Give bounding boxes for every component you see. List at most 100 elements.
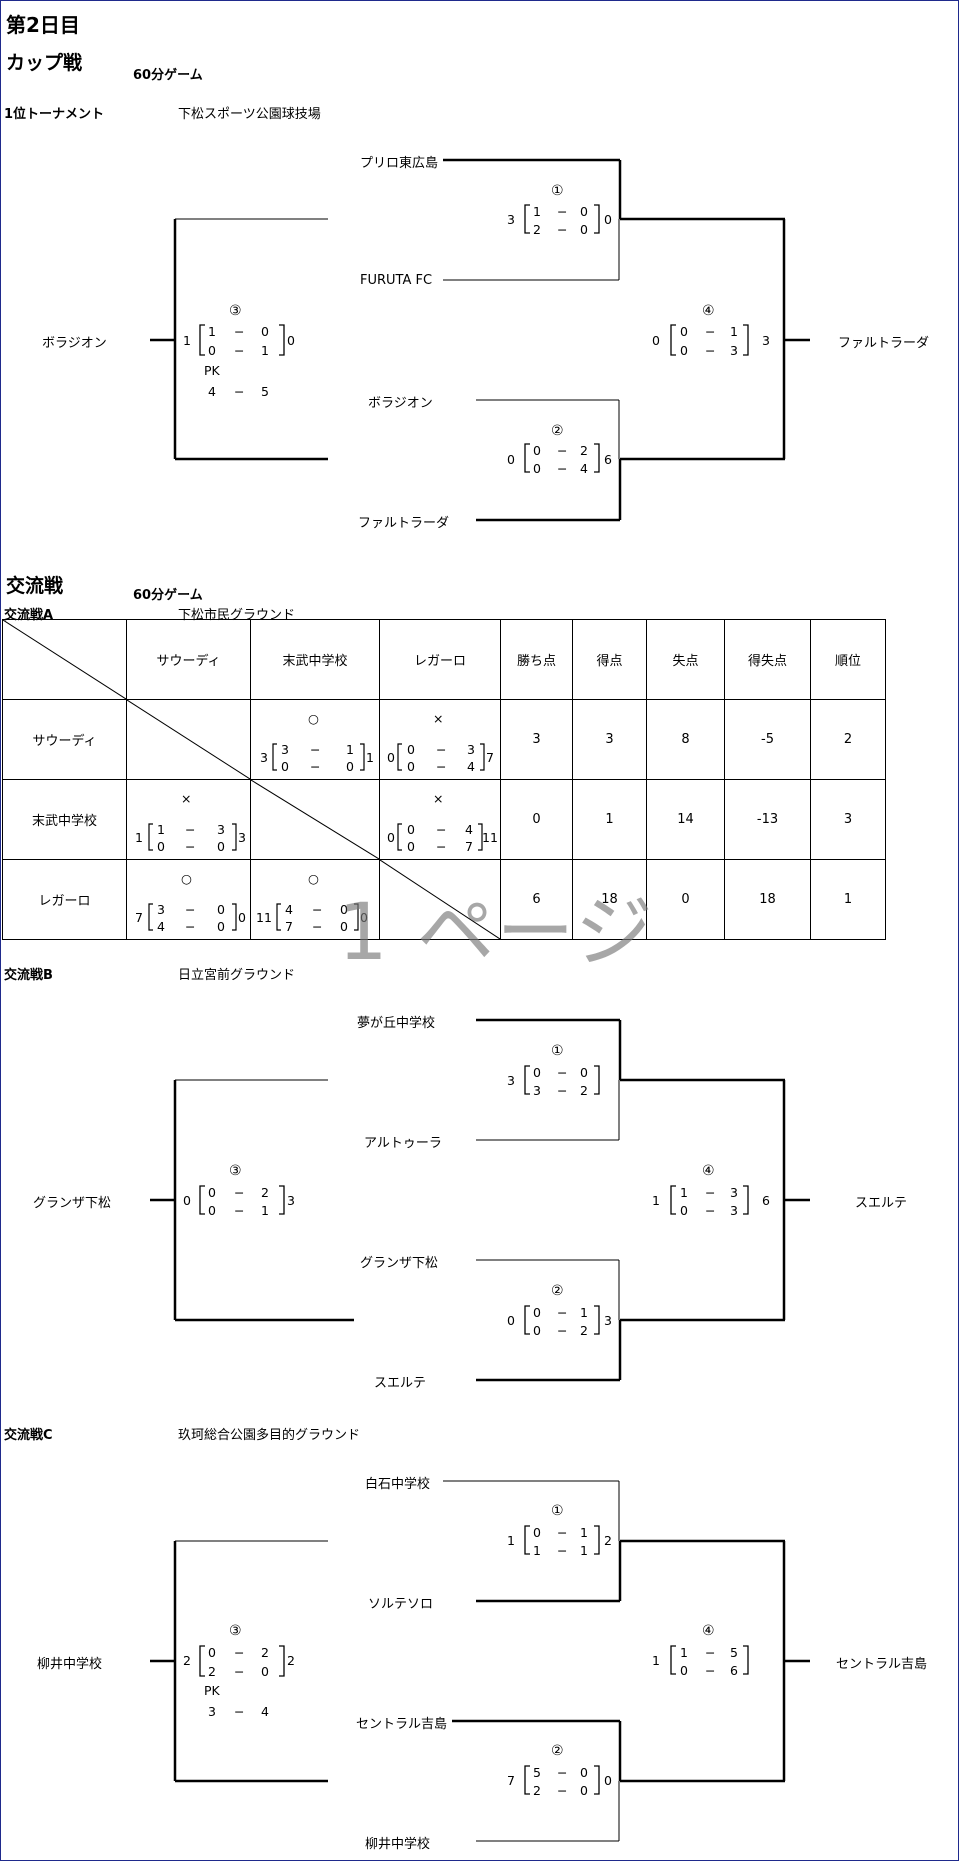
exchange-b-label: 交流戦B	[4, 968, 53, 983]
score-half1-left: 0	[208, 1645, 216, 1660]
goals-against-cell: 0	[646, 859, 725, 940]
score-half1-left: 1	[680, 1185, 688, 1200]
score-dash: −	[705, 1645, 716, 1660]
score-dash: −	[557, 461, 568, 476]
match-cell: ○ 7 0 3 − 0 4 − 0	[126, 859, 251, 940]
score-half2-left: 2	[533, 1783, 541, 1798]
score-dash: −	[557, 222, 568, 237]
score-half2-right: 3	[730, 343, 738, 358]
score-total-left: 11	[256, 910, 272, 925]
match-cell: × 0 11 0 − 4 0 − 7	[379, 779, 501, 860]
score-dash: −	[185, 822, 196, 837]
cup-right-winner: ファルトラーダ	[838, 336, 930, 351]
score-dash: −	[705, 1185, 716, 1200]
score-total-left: 0	[387, 830, 395, 845]
match-number: ①	[551, 183, 564, 199]
score-half1-right: 0	[217, 902, 225, 917]
goal-diff-cell: 18	[724, 859, 811, 940]
exc-right-winner: セントラル吉島	[836, 1657, 928, 1672]
match-number: ③	[229, 303, 242, 319]
column-header: 失点	[646, 619, 725, 700]
score-total-right: 2	[604, 1533, 612, 1548]
score-half1-right: 4	[465, 822, 473, 837]
score-half1-left: 0	[533, 443, 541, 458]
exb-team-1: 夢が丘中学校	[357, 1016, 436, 1031]
row-team-name: レガーロ	[2, 859, 127, 940]
score-half2-left: 2	[208, 1664, 216, 1679]
rank-cell: 2	[810, 699, 886, 780]
exb-team-3: グランザ下松	[360, 1256, 439, 1271]
score-total-left: 0	[507, 452, 515, 467]
pk-label: PK	[204, 1683, 220, 1698]
match-number: ③	[229, 1163, 242, 1179]
rank-cell: 3	[810, 779, 886, 860]
score-half2-left: 0	[533, 1323, 541, 1338]
score-total-left: 1	[135, 830, 143, 845]
score-half2-left: 0	[407, 839, 415, 854]
score-total-left: 1	[183, 333, 191, 348]
score-half2-right: 1	[261, 343, 269, 358]
score-half2-left: 0	[680, 1663, 688, 1678]
score-half2-left: 2	[533, 222, 541, 237]
score-dash: −	[557, 1083, 568, 1098]
score-dash: −	[436, 822, 447, 837]
score-dash: −	[234, 1203, 245, 1218]
score-half2-right: 3	[730, 1203, 738, 1218]
score-dash: −	[234, 384, 245, 399]
score-half1-left: 3	[157, 902, 165, 917]
match-number: ①	[551, 1043, 564, 1059]
score-half1-left: 1	[208, 324, 216, 339]
score-total-left: 3	[507, 1073, 515, 1088]
score-dash: −	[310, 759, 321, 774]
score-dash: −	[310, 742, 321, 757]
score-half2-right: 0	[346, 759, 354, 774]
score-half2-left: 4	[157, 919, 165, 934]
score-half1-right: 3	[467, 742, 475, 757]
score-dash: −	[705, 324, 716, 339]
exchange-c-venue: 玖珂総合公園多目的グラウンド	[178, 1428, 361, 1443]
exc-team-3: セントラル吉島	[356, 1717, 448, 1732]
score-half2-right: 2	[580, 1083, 588, 1098]
pk-label: PK	[204, 363, 220, 378]
score-dash: −	[312, 902, 323, 917]
score-total-right: 6	[762, 1193, 770, 1208]
match-number: ③	[229, 1623, 242, 1639]
score-dash: −	[705, 343, 716, 358]
points-cell: 3	[500, 699, 573, 780]
cup-team-2: FURUTA FC	[360, 273, 433, 288]
score-half1-left: 0	[407, 742, 415, 757]
exchange-b-venue: 日立宮前グラウンド	[178, 968, 296, 983]
result-mark: ○	[308, 871, 319, 886]
score-total-right: 3	[604, 1313, 612, 1328]
match-number: ①	[551, 1503, 564, 1519]
score-half1-left: 5	[533, 1765, 541, 1780]
goals-for-cell: 1	[572, 779, 647, 860]
exc-left-winner: 柳井中学校	[37, 1657, 103, 1672]
row-team-name: サウーディ	[2, 699, 127, 780]
table-row: サウーディ ○ 3 1 3 − 1 0 − 0	[2, 699, 886, 780]
score-half2-left: 0	[533, 461, 541, 476]
score-total-right: 11	[482, 830, 498, 845]
score-dash: −	[436, 742, 447, 757]
score-dash: −	[312, 919, 323, 934]
score-total-right: 0	[287, 333, 295, 348]
score-half2-right: 7	[465, 839, 473, 854]
score-total-right: 3	[238, 830, 246, 845]
score-half1-left: 3	[281, 742, 289, 757]
score-half1-right: 1	[346, 742, 354, 757]
goals-against-cell: 8	[646, 699, 725, 780]
score-dash: −	[557, 1323, 568, 1338]
score-half2-left: 1	[533, 1543, 541, 1558]
exchange-game-length: 60分ゲーム	[133, 588, 203, 603]
score-half1-right: 0	[340, 902, 348, 917]
column-header: 順位	[810, 619, 886, 700]
score-total-right: 3	[762, 333, 770, 348]
score-dash: −	[557, 1543, 568, 1558]
column-header: 得失点	[724, 619, 811, 700]
column-header: サウーディ	[126, 619, 251, 700]
score-dash: −	[557, 1305, 568, 1320]
cup-venue: 下松スポーツ公園球技場	[178, 107, 321, 122]
score-half1-right: 5	[730, 1645, 738, 1660]
score-total-left: 2	[183, 1653, 191, 1668]
cup-game-length: 60分ゲーム	[133, 68, 203, 83]
